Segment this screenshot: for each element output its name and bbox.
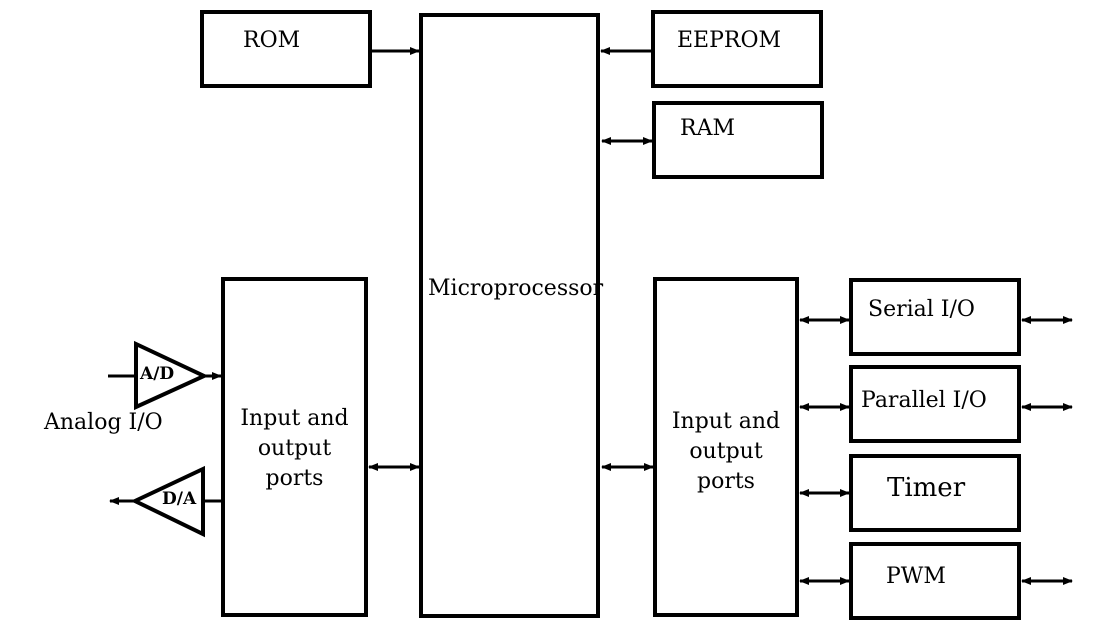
- eeprom-box: [651, 10, 823, 88]
- timer-label: Timer: [887, 473, 966, 503]
- io-ports-left-box: [221, 277, 368, 617]
- io-ports-right-box: [653, 277, 799, 617]
- io-ports-left-line-1: Input and: [240, 406, 349, 431]
- analog-io-label: Analog I/O: [44, 410, 163, 435]
- microprocessor-label: Microprocessor: [428, 276, 604, 301]
- pwm-label: PWM: [886, 564, 946, 589]
- rom-box: [200, 10, 372, 88]
- io-ports-right-line-2: output: [689, 439, 763, 464]
- io-ports-left-line-2: output: [257, 436, 332, 461]
- io-ports-right-line-3: ports: [697, 469, 755, 494]
- io-ports-right-line-1: Input and: [671, 409, 781, 434]
- pwm-box: [849, 542, 1021, 620]
- serial-io-box: [849, 278, 1021, 356]
- io-ports-left-line-3: ports: [265, 466, 324, 491]
- parallel-io-label: Parallel I/O: [861, 388, 987, 413]
- parallel-io-box: [849, 365, 1021, 443]
- ram-label: RAM: [680, 116, 735, 141]
- rom-label: ROM: [243, 28, 301, 53]
- da-converter-label: D/A: [162, 489, 197, 509]
- serial-io-label: Serial I/O: [868, 297, 975, 322]
- io-ports-left-label: Input and output ports: [225, 404, 364, 494]
- ad-converter-label: A/D: [140, 364, 175, 384]
- timer-box: [849, 454, 1021, 532]
- ram-box: [652, 101, 824, 179]
- io-ports-right-label: Input and output ports: [657, 407, 795, 497]
- microprocessor-box: [419, 13, 600, 618]
- eeprom-label: EEPROM: [677, 28, 782, 53]
